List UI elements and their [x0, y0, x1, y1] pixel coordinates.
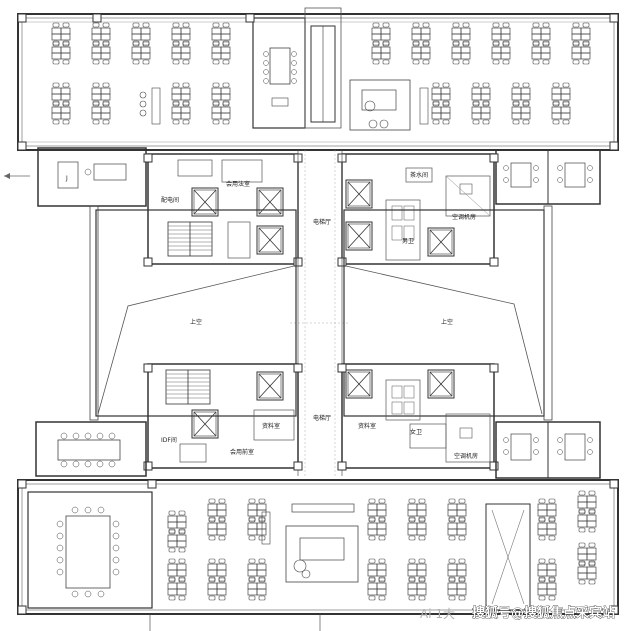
watermark-text: 搜狐号@搜狐焦点采宾站 [472, 605, 615, 621]
label-tea-room: 茶水间 [410, 171, 428, 179]
north-wing [17, 7, 619, 151]
label-archive-left: 资料室 [262, 422, 280, 430]
west-office: J [4, 147, 147, 207]
atrium-voids [89, 205, 553, 421]
label-female-toilet: 女卫 [410, 428, 422, 436]
south-wing [17, 479, 619, 631]
ne-meeting-pods [495, 149, 601, 205]
label-aircon-room-s: 空调机房 [454, 452, 478, 460]
label-idf-room: IDF间 [161, 436, 177, 444]
label-male-toilet: 男卫 [402, 238, 414, 245]
sw-meeting-room [35, 421, 147, 477]
se-meeting-pods [495, 421, 601, 479]
south-core [143, 363, 499, 471]
label-distribution-room: 配电间 [161, 196, 179, 204]
label-atrium-right: 上空 [441, 318, 453, 326]
label-meeting-room-sw: 会用前室 [230, 448, 254, 456]
watermark: Ai 1大 搜狐号@搜狐焦点采宾站 [420, 605, 615, 622]
room-labels: 茶水间 会用法室 配电间 电梯厅 空调机房 男卫 上空 上空 IDF间 资料室 … [161, 171, 478, 460]
label-elevator-hall-s: 电梯厅 [313, 414, 331, 422]
label-atrium-left: 上空 [190, 318, 202, 326]
label-archive-right: 资料室 [358, 422, 376, 430]
central-grid [290, 150, 350, 476]
label-aircon-room-n: 空调机房 [452, 213, 476, 221]
label-elevator-hall-n: 电梯厅 [313, 218, 331, 226]
svg-text:J: J [65, 175, 68, 182]
label-meeting-room-ne: 会用法室 [226, 180, 250, 188]
watermark-brand-small: Ai 1大 [420, 607, 455, 621]
north-core [143, 153, 499, 267]
